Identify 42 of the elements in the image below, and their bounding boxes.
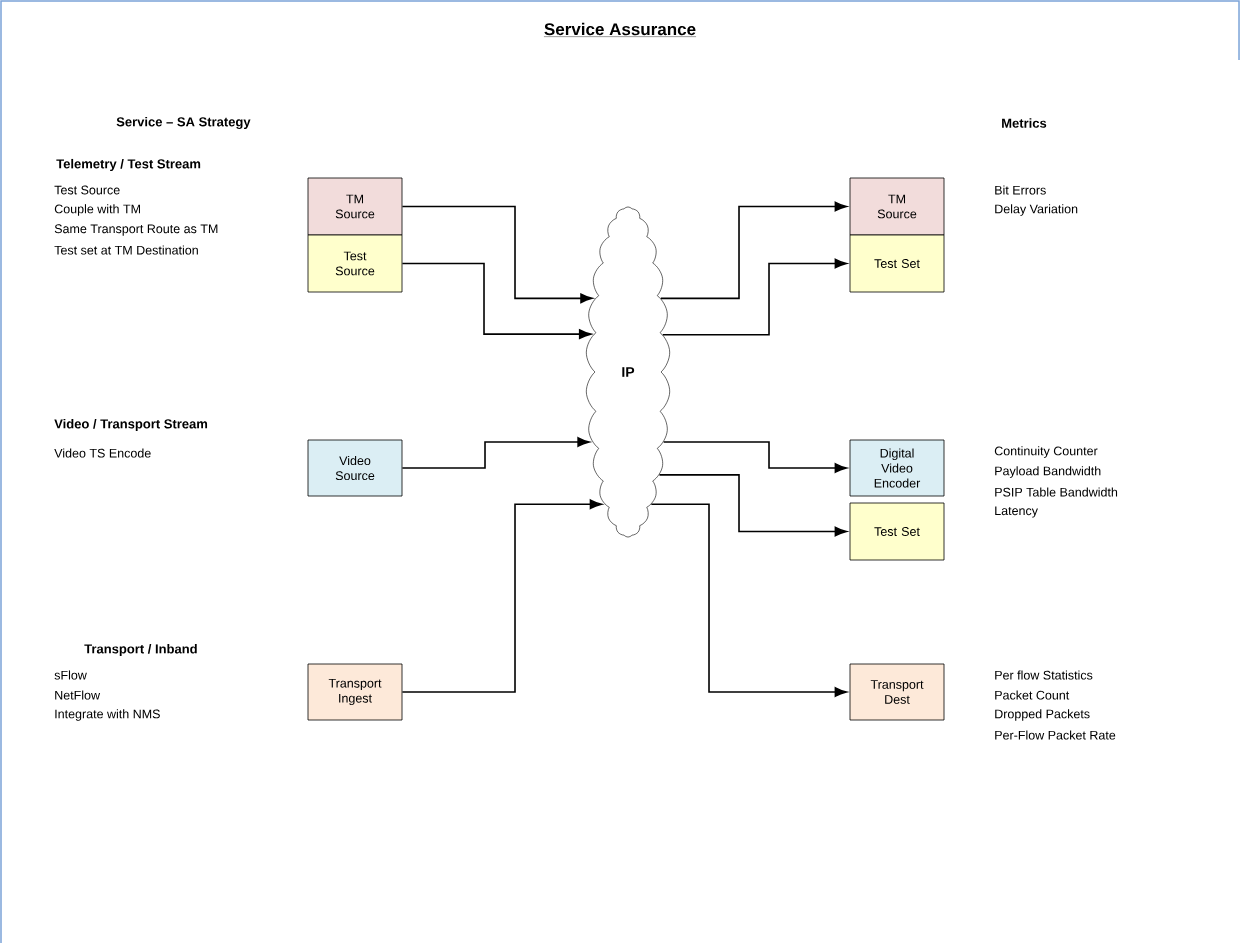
list-item: Bit Errors (995, 185, 1046, 195)
list-item: sFlow (54, 670, 87, 680)
list-item: Dropped Packets (995, 709, 1090, 721)
diagram-title: Service Assurance (543, 22, 697, 37)
process-box: Video Source (307, 439, 403, 497)
process-box: TM Source (849, 177, 945, 236)
arrow (662, 441, 848, 473)
list-item: Packet Count (995, 690, 1070, 700)
list-item: Per flow Statistics (995, 670, 1093, 680)
process-box: Test Source (307, 234, 403, 293)
list-item: Test set at TM Destination (54, 245, 198, 255)
list-item: Payload Bandwidth (995, 466, 1101, 478)
list-item: Same Transport Route as TM (54, 224, 218, 236)
list-item: Continuity Counter (994, 446, 1098, 458)
arrow (660, 201, 848, 300)
section-heading: Metrics (1002, 118, 1047, 128)
list-item: Test Source (54, 185, 120, 195)
network-cloud: IP (586, 206, 670, 538)
list-item: Latency (995, 506, 1038, 518)
arrow (401, 205, 593, 304)
list-item: NetFlow (55, 690, 101, 700)
list-item: Couple with TM (54, 204, 140, 216)
section-heading: Telemetry / Test Stream (56, 158, 201, 172)
list-item: Integrate with NMS (55, 709, 160, 721)
arrow (401, 262, 592, 340)
section-heading: Video / Transport Stream (54, 418, 208, 432)
list-item: Per-Flow Packet Rate (995, 730, 1116, 740)
list-item: Delay Variation (995, 204, 1078, 216)
arrow (401, 437, 590, 469)
arrow (650, 503, 848, 697)
arrow (658, 474, 848, 537)
section-heading: Service – SA Strategy (116, 116, 251, 130)
process-box: Digital Video Encoder (849, 439, 945, 497)
process-box: Test Set (849, 234, 945, 293)
list-item: Video TS Encode (54, 448, 151, 458)
arrow (401, 499, 603, 693)
process-box: Test Set (849, 502, 945, 561)
list-item: PSIP Table Bandwidth (995, 487, 1118, 497)
process-box: TM Source (307, 177, 403, 236)
process-box: Transport Dest (849, 663, 945, 721)
process-box: Transport Ingest (307, 663, 403, 721)
section-heading: Transport / Inband (84, 643, 197, 657)
